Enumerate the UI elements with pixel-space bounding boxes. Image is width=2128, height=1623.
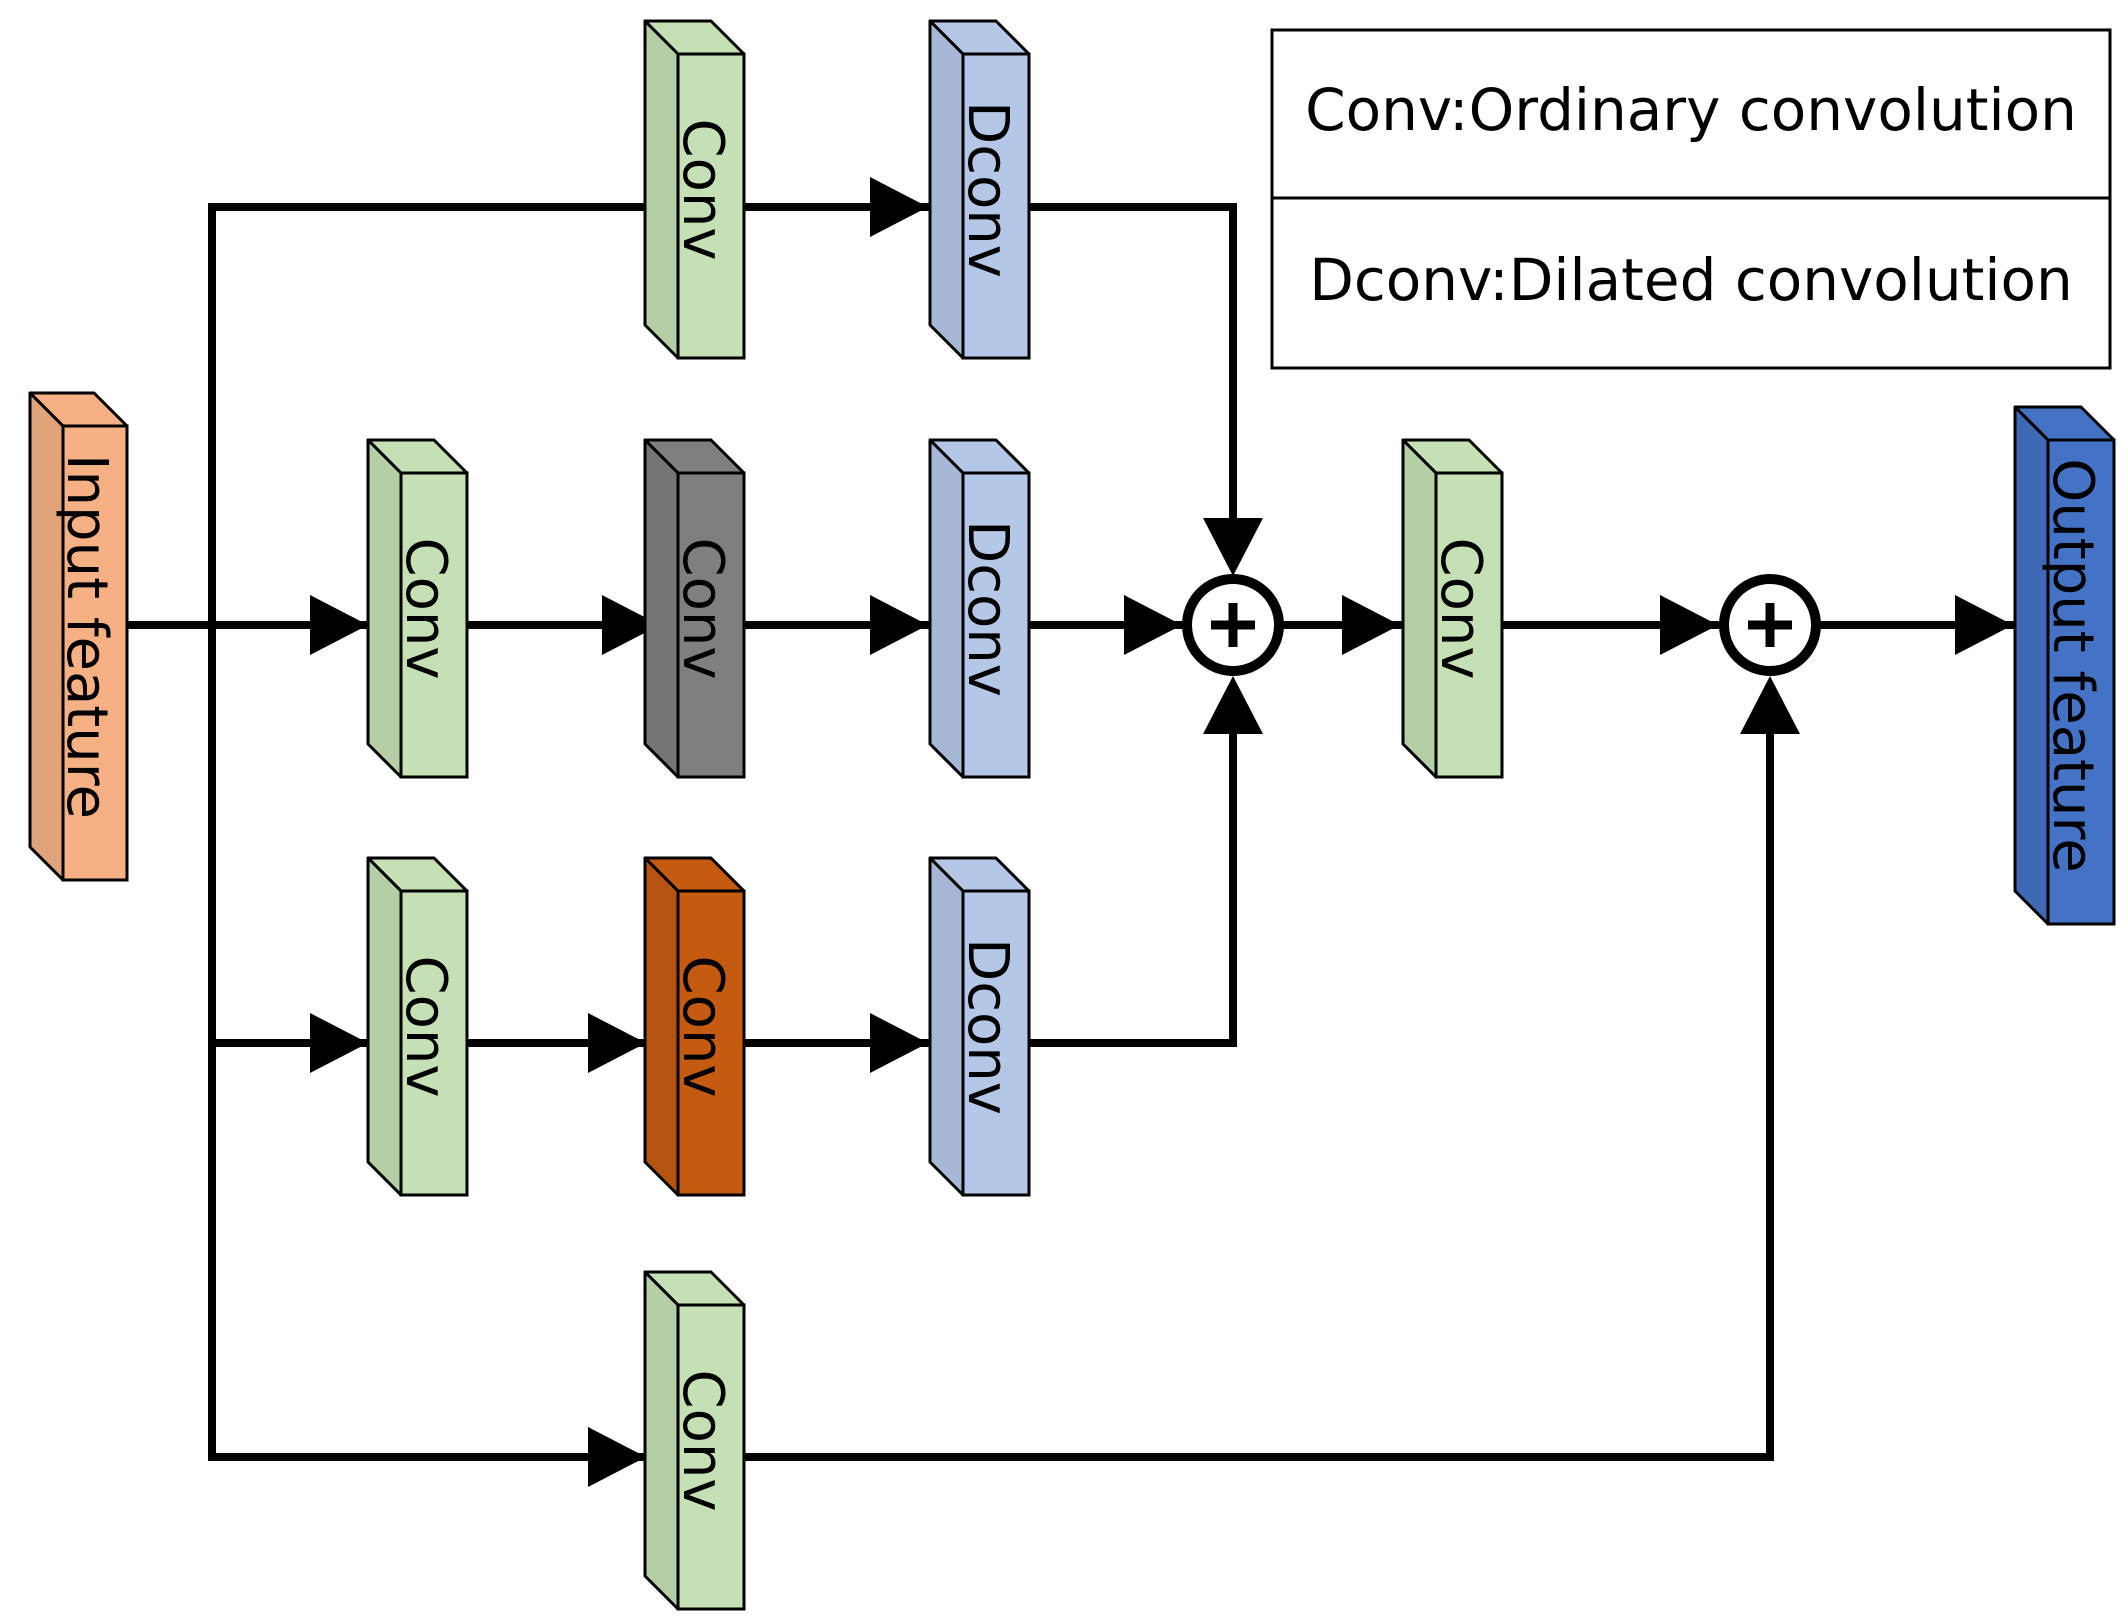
output-block: Output feature (2013, 405, 2116, 926)
low-conv2-front-face (676, 889, 746, 1197)
mid-conv1-label: Conv (393, 538, 458, 680)
output-front-face (2046, 438, 2116, 926)
arrowhead (1203, 518, 1263, 576)
low-dconv-front-face (961, 889, 1031, 1197)
mid-conv2-front-face (676, 471, 746, 779)
low-dconv-label: Dconv (955, 938, 1020, 1115)
arrowhead (1955, 595, 2013, 655)
input-label: Input feature (54, 454, 119, 819)
arrowhead (602, 595, 660, 655)
sum2-adder (1719, 574, 1821, 676)
low-conv1-block: Conv (366, 856, 469, 1197)
arrowhead (870, 595, 928, 655)
low-conv1-label: Conv (393, 956, 458, 1098)
connector-lines (123, 203, 2019, 1461)
mid-dconv-label: Dconv (955, 520, 1020, 697)
bottom-conv-block: Conv (643, 1270, 746, 1611)
bottom-conv-label: Conv (670, 1370, 735, 1512)
top-dconv-front-face (961, 52, 1031, 360)
output-label: Output feature (2040, 458, 2105, 873)
arrowhead (870, 177, 928, 237)
arrowhead (1203, 676, 1263, 734)
bottom-conv-front-face (676, 1303, 746, 1611)
arrowhead (588, 1013, 646, 1073)
mid-conv2-label: Conv (670, 538, 735, 680)
arrowhead (310, 1013, 368, 1073)
legend-row-dconv: Dconv:Dilated convolution (1309, 246, 2073, 314)
arrowhead (1740, 676, 1800, 734)
adders (1182, 574, 1821, 676)
top-dconv-block: Dconv (928, 19, 1031, 360)
arrowhead (1124, 595, 1182, 655)
low-conv2-block: Conv (643, 856, 746, 1197)
arrowhead (1342, 595, 1400, 655)
legend-row-conv: Conv:Ordinary convolution (1305, 76, 2077, 144)
sum1-adder (1182, 574, 1284, 676)
low-dconv-block: Dconv (928, 856, 1031, 1197)
low-conv1-front-face (399, 889, 469, 1197)
mid-conv1-front-face (399, 471, 469, 779)
arrowhead (870, 1013, 928, 1073)
arrowheads (310, 177, 2013, 1487)
top-dconv-label: Dconv (955, 101, 1020, 278)
mid-dconv-block: Dconv (928, 438, 1031, 779)
mid-conv1-block: Conv (366, 438, 469, 779)
mid-dconv-front-face (961, 471, 1031, 779)
mid-conv2-block: Conv (643, 438, 746, 779)
top-conv-block: Conv (643, 19, 746, 360)
arrowhead (1660, 595, 1718, 655)
arrowhead (310, 595, 368, 655)
top-conv-front-face (676, 52, 746, 360)
arrowhead (588, 1427, 646, 1487)
fuse-conv-label: Conv (1428, 538, 1493, 680)
fuse-conv-block: Conv (1401, 438, 1504, 779)
top-conv-label: Conv (670, 119, 735, 261)
legend: Conv:Ordinary convolution Dconv:Dilated … (1270, 28, 2112, 370)
input-block: Input feature (28, 391, 129, 882)
input-front-face (61, 424, 129, 882)
fuse-conv-front-face (1434, 471, 1504, 779)
low-conv2-label: Conv (670, 956, 735, 1098)
